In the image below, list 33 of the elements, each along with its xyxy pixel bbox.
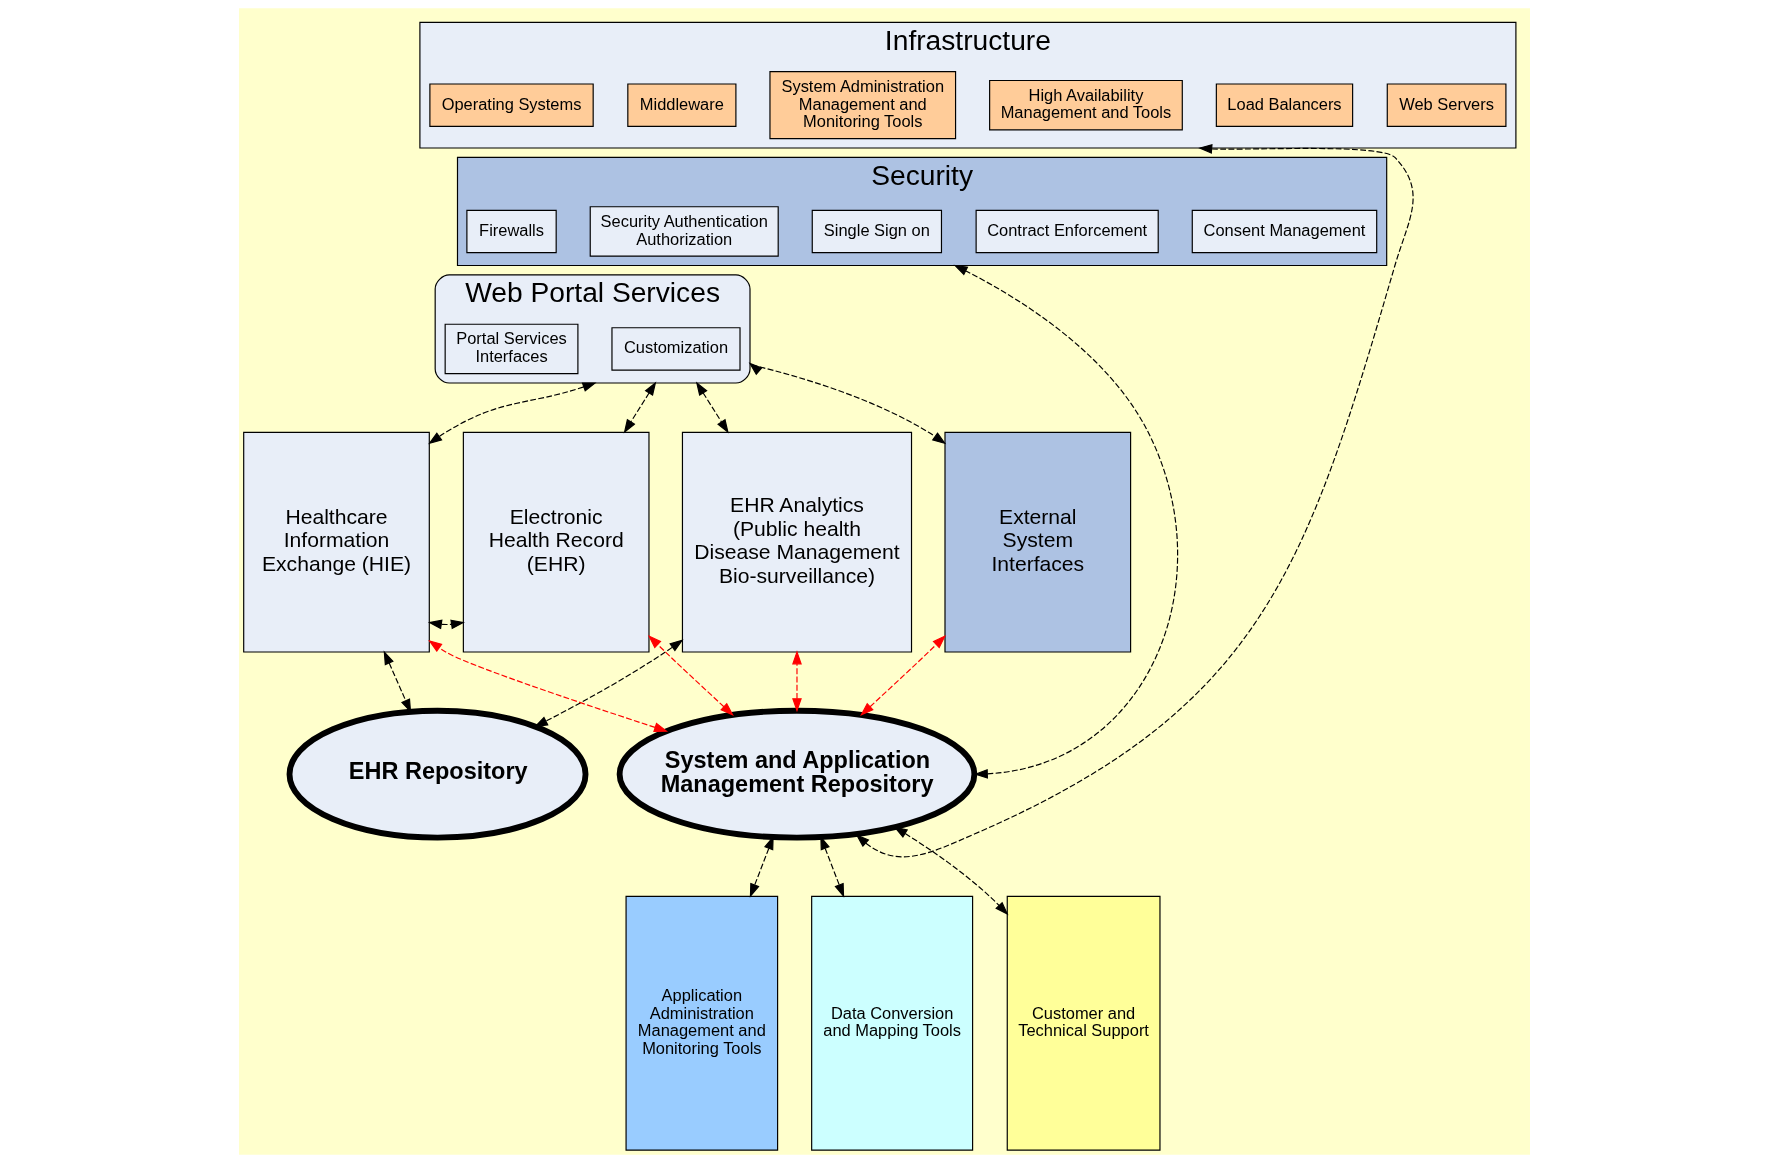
arrow xyxy=(855,144,1414,858)
node-box: System Administration Management and Monitoring Tools xyxy=(769,71,957,140)
node-box: Application Administration Management and Monitoring Tools xyxy=(625,895,779,1151)
node-box: Customer and Technical Support xyxy=(1006,895,1161,1151)
arrow xyxy=(428,382,597,445)
arrow xyxy=(647,635,734,716)
arrow xyxy=(893,826,1009,916)
arrow xyxy=(695,381,729,434)
node-box: Single Sign on xyxy=(811,209,943,254)
arrow xyxy=(860,635,947,716)
node-box: Data Conversion and Mapping Tools xyxy=(811,895,974,1151)
node-box: Load Balancers xyxy=(1215,83,1354,127)
arrow xyxy=(748,362,947,445)
node-box: Customization xyxy=(611,327,741,371)
node-box: Contract Enforcement xyxy=(975,209,1159,254)
node-box: EHR Analytics (Public health Disease Management Bio-surveillance) xyxy=(681,431,913,653)
node-box: Healthcare Information Exchange (HIE) xyxy=(243,431,430,653)
node-box: Web Servers xyxy=(1386,83,1507,127)
arrow xyxy=(427,619,465,630)
node-box: Security Authentication Authorization xyxy=(589,206,779,257)
node-box: External System Interfaces xyxy=(944,431,1132,653)
node-box: Middleware xyxy=(627,83,737,127)
arrow xyxy=(428,639,669,732)
arrow xyxy=(792,650,802,713)
node-box: Portal Services Interfaces xyxy=(444,323,579,375)
arrow xyxy=(623,381,657,434)
node-ellipse: EHR Repository xyxy=(286,707,589,841)
node-box: Operating Systems xyxy=(429,83,594,127)
arrow xyxy=(953,264,1179,779)
node-box: Electronic Health Record (EHR) xyxy=(462,431,650,653)
node-box: Firewalls xyxy=(466,209,557,254)
node-box: Consent Management xyxy=(1191,209,1378,254)
node-box: High Availability Management and Tools xyxy=(989,79,1183,131)
